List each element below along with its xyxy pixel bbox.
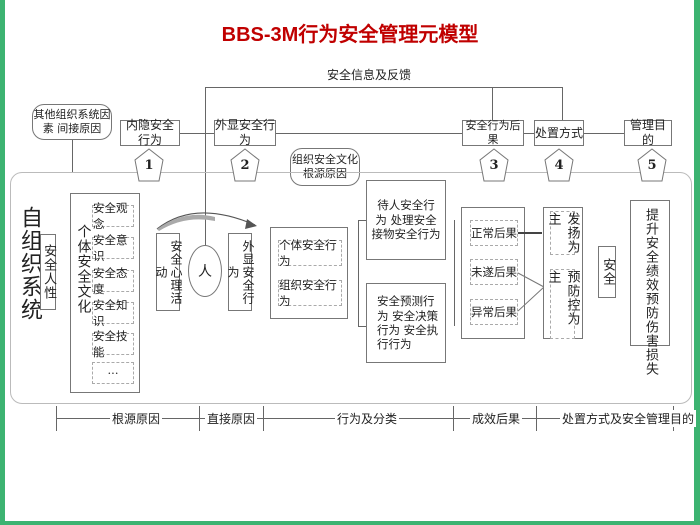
text-line: 行为 安全执 [377,323,439,337]
bottom-label: 成效后果 [470,410,523,427]
text-line: 待人安全行 [377,198,435,213]
org-behavior: 组织安全行为 [278,278,342,308]
text-line: 为 安全决策 [377,308,439,323]
behavior-consequence-box: 安全行为后果 [462,119,524,146]
result-item: 未遂后果 [470,259,518,285]
safety-box: 安全 [598,246,616,298]
explicit-behavior-box: 外显安全行为 [214,118,276,147]
self-organization-label: 自组织系统 [17,206,42,321]
promote-label: 发扬为主 [545,211,580,255]
individual-culture-label: 个体安全文化 [75,224,92,314]
org-culture-box: 组织安全文化 根源原因 [290,148,360,186]
culture-item: 安全意识 [92,233,134,263]
text-line: 接物安全行为 [371,227,441,242]
diagram-title: BBS-3M行为安全管理元模型 [221,24,479,46]
culture-item: 安全观念 [92,201,134,231]
bottom-label: 根源原因 [110,410,163,427]
connector-lines [518,232,545,312]
psych-activity-box: 安全心理活动 [154,233,183,311]
goal-label: 预防伤害损失 [643,292,658,376]
result-item: 正常后果 [470,220,518,246]
culture-item: ··· [92,362,134,384]
explicit-behavior-vertical-box: 外显安全行为 [226,233,255,311]
culture-item: 安全技能 [92,329,134,359]
bottom-label: 行为及分类 [335,410,400,427]
management-purpose-box: 管理目的 [624,118,672,147]
step-marker: 1 [134,148,164,182]
text-line: 行行为 [377,337,412,352]
feedback-label: 安全信息及反馈 [325,66,414,83]
goal-label: 提升安全绩效 [643,208,658,292]
prevent-label: 预防控为主 [546,269,580,339]
text-line: 为 处理安全 [375,212,437,227]
step-marker: 4 [544,148,574,182]
individual-behavior: 个体安全行为 [278,238,342,268]
result-item: 异常后果 [470,299,518,325]
culture-item: 安全知识 [92,298,134,328]
culture-item: 安全态度 [92,266,134,296]
step-marker: 3 [479,148,509,182]
step-marker: 5 [637,148,667,182]
text-line: 安全预测行 [377,294,435,309]
disposal-box: 处置方式 [534,120,584,146]
bottom-label: 处置方式及安全管理目的 [560,410,697,427]
goals-box [630,200,670,346]
object-behavior-box: 待人安全行为 处理安全接物安全行为 [366,180,446,260]
curved-arrow-icon [156,212,257,231]
bottom-label: 直接原因 [205,410,258,427]
step-marker: 2 [230,148,260,182]
indirect-cause-box: 其他组织系统因素 间接原因 [32,104,112,140]
process-behavior-box: 安全预测行为 安全决策行为 安全执行行为 [366,283,446,363]
self-organization-region [10,172,692,404]
safety-human-nature-box: 安全人性 [40,234,56,310]
implicit-behavior-box: 内隐安全行为 [120,118,180,147]
person-node: 人 [188,245,222,297]
